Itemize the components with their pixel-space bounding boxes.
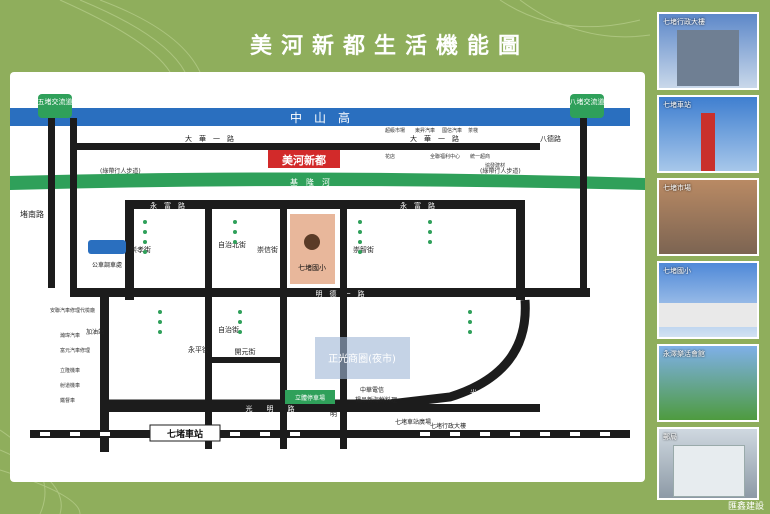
road-chongxiao-label: 崇孝街 [130, 245, 151, 254]
road-yongping-label: 永平街 [188, 345, 209, 354]
svg-text:鐵督車: 鐵督車 [60, 397, 75, 404]
road-zhiqiang-bei-label: 自治北街 [218, 240, 246, 249]
neighborhood-map: 中 山 高 五堵交流道 八堵交流道 大 華 一 路 大 華 一 路 八德路 基 … [10, 94, 645, 452]
night-market-label: 正光商圈(夜市) [328, 352, 396, 365]
credit-label: 匯鑫建設 [727, 502, 764, 512]
svg-text:全聯福利中心: 全聯福利中心 [430, 153, 460, 160]
road-zhiqiang [205, 209, 212, 449]
road-guangming-label: 光 明 路 [246, 404, 295, 413]
school-building-shape [659, 303, 757, 327]
svg-text:花店: 花店 [385, 153, 395, 160]
road-guangming [100, 404, 540, 412]
road-chongxin [280, 209, 287, 449]
parking-block [285, 390, 335, 404]
building-shape [677, 30, 739, 86]
interchange-left [38, 94, 72, 118]
road-ming-label: 明 [330, 410, 337, 418]
river-label: 基 隆 河 [290, 177, 330, 187]
freeway-band [10, 108, 630, 126]
road-kaiyuan [210, 357, 280, 363]
svg-text:射道機車: 射道機車 [60, 382, 80, 389]
road-chongxin-label: 崇信街 [257, 245, 278, 254]
road-mingde [70, 288, 590, 297]
gas-station-label: 加油站 [86, 328, 104, 336]
road-guang-label: 光 [470, 388, 477, 397]
photo-column: 七堵行政大樓 七堵車站 七堵市場 七堵國小 永澤樂活會館 郵局 [657, 12, 759, 500]
photo-market: 七堵市場 [657, 178, 759, 256]
photo-post-office: 郵局 [657, 427, 759, 500]
seafood-label: 楊品新海鮮料理 [355, 396, 397, 404]
road-yongfu-right-label: 永 富 路 [400, 201, 435, 210]
school-icon [304, 234, 320, 250]
interchange-left-label: 五堵交流道 [38, 97, 73, 106]
admin-building-label: 七堵行政大樓 [430, 422, 466, 430]
night-market-area [315, 337, 410, 379]
svg-text:茶棧: 茶棧 [468, 127, 478, 134]
bus-office-label: 公車調車處 [92, 261, 122, 269]
road-guang-curve [100, 299, 530, 409]
svg-text:立隆機車: 立隆機車 [60, 367, 80, 374]
svg-text:超級市場: 超級市場 [385, 127, 405, 134]
road-dunan [48, 118, 55, 288]
road-yongfu [125, 200, 525, 209]
brand-label: 美河新都 [282, 153, 326, 167]
river-keelung [10, 172, 645, 190]
road-yongfu-label: 永 富 路 [150, 201, 185, 210]
road-chongzhi-label: 崇智街 [353, 245, 374, 254]
station-square-label: 七堵車站廣場 [395, 418, 431, 426]
interchange-right-label: 八堵交流道 [570, 97, 605, 106]
parking-label: 立體停車場 [295, 394, 325, 402]
shop-markers [143, 220, 472, 334]
road-block-right [516, 200, 525, 300]
svg-text:安聯汽車修理代檢廠: 安聯汽車修理代檢廠 [50, 307, 95, 314]
road-dahua-right-label: 大 華 一 路 [410, 134, 459, 143]
svg-text:瀚瑋汽車: 瀚瑋汽車 [60, 332, 80, 339]
page-title: 美河新都生活機能圖 [250, 34, 530, 59]
photo-park: 永澤樂活會館 [657, 344, 759, 422]
road-bade-label: 八德路 [540, 134, 561, 143]
bus-icon [88, 240, 126, 254]
shops-left: 安聯汽車修理代檢廠 瀚瑋汽車 富元汽車修理 立隆機車 射道機車 鐵督車 [50, 307, 95, 404]
telecom-label: 中華電信 [360, 386, 384, 394]
interchange-right [570, 94, 604, 118]
photo-school: 七堵國小 [657, 261, 759, 339]
trail-left-label: (綠帶行人步道) [100, 167, 141, 175]
road-dunan-label: 堵南路 [20, 209, 44, 219]
railway [30, 430, 630, 438]
post-building-shape [673, 445, 745, 497]
station-box [149, 424, 221, 442]
brand-badge [268, 150, 340, 168]
school-label: 七堵國小 [298, 263, 326, 272]
road-jiande [70, 118, 77, 288]
svg-text:協發建材: 協發建材 [485, 162, 505, 169]
svg-text:統一超商: 統一超商 [470, 153, 490, 160]
road-chongzhi [340, 209, 347, 449]
photo-station: 七堵車站 [657, 95, 759, 173]
freeway-label: 中 山 高 [290, 110, 350, 125]
road-dahua-label: 大 華 一 路 [185, 134, 234, 143]
photo-admin-building: 七堵行政大樓 [657, 12, 759, 90]
station-label: 七堵車站 [167, 428, 203, 440]
shops-top: 超級市場 東昇汽車 國信汽車 茶棧 花店 全聯福利中心 統一超商 協發建材 [385, 127, 505, 169]
road-zhiqiang-label: 自治街 [218, 325, 239, 334]
road-dahua [70, 143, 540, 150]
svg-text:富元汽車修理: 富元汽車修理 [60, 347, 90, 354]
road-right-edge [580, 118, 587, 288]
road-left-lower [100, 297, 109, 452]
railway-ties [40, 432, 610, 436]
road-kaiyuan-label: 開元街 [235, 347, 256, 356]
station-tower-shape [701, 113, 715, 171]
svg-text:東昇汽車: 東昇汽車 [415, 127, 435, 134]
trail-right-label: (綠帶行人步道) [480, 167, 521, 175]
map-panel: 中 山 高 五堵交流道 八堵交流道 大 華 一 路 大 華 一 路 八德路 基 … [10, 72, 645, 482]
road-block-left [125, 200, 134, 300]
svg-text:國信汽車: 國信汽車 [442, 127, 462, 134]
